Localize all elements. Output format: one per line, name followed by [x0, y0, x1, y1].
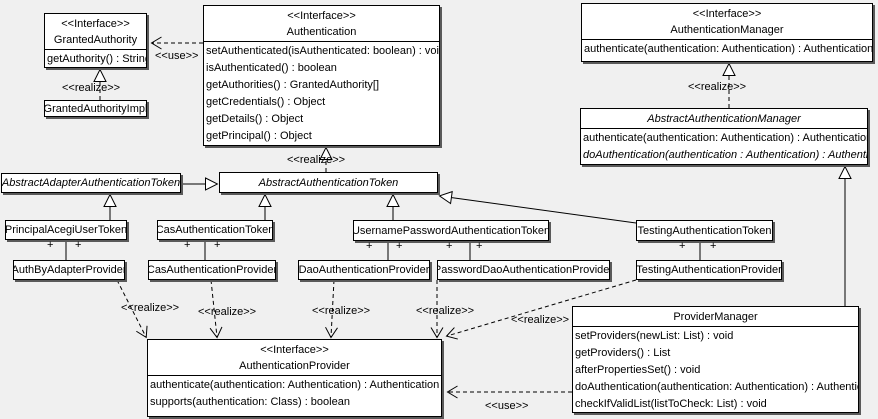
stereotype-realize-label-8: <<realize>> — [511, 314, 570, 326]
class-abstract-adapter-authentication-token[interactable]: AbstractAdapterAuthenticationToken — [1, 173, 181, 193]
class-name: GrantedAuthorityImpl — [44, 102, 147, 115]
class-name: UsernamePasswordAuthenticationToken — [353, 224, 549, 237]
class-authentication[interactable]: <<Interface>> Authentication setAuthentica… — [203, 5, 440, 146]
multiplicity-plus: + — [184, 239, 191, 251]
class-member: doAuthentication(authentication: Authent… — [575, 381, 858, 393]
class-stereotype: <<Interface>> — [260, 344, 329, 356]
class-member: getDetails() : Object — [206, 113, 304, 125]
class-authentication-provider[interactable]: <<Interface>> AuthenticationProvider authe… — [147, 339, 442, 417]
class-members: setProviders(newList: List) : void getPro… — [573, 326, 858, 412]
multiplicity-plus: + — [366, 240, 373, 252]
stereotype-realize-label-3: <<realize>> — [688, 81, 747, 93]
class-title: <<Interface>> Authentication — [204, 6, 439, 41]
class-member: getCredentials() : Object — [206, 96, 326, 108]
multiplicity-plus: + — [214, 239, 221, 251]
stereotype-realize-label-5: <<realize>> — [198, 306, 257, 318]
edge-realize-daoprovider-to-authenticationprovider — [325, 279, 338, 339]
class-name: CasAuthenticationToken — [157, 224, 273, 236]
class-title: <<Interface>> AuthenticationManager — [582, 4, 872, 39]
stereotype-realize-label-2: <<realize>> — [287, 154, 346, 166]
class-member: authenticate(authentication: Authenticat… — [583, 132, 867, 144]
multiplicity-plus: + — [679, 240, 686, 252]
class-members: authenticate(authentication: Authenticat… — [582, 39, 872, 58]
class-stereotype: <<Interface>> — [692, 8, 762, 20]
class-members: authenticate(authentication: Authenticat… — [581, 128, 867, 164]
class-dao-authentication-provider[interactable]: DaoAuthenticationProvider — [298, 260, 430, 280]
class-members: getAuthority() : String — [45, 49, 146, 67]
edge-generalize-testingtoken-to-abstracttoken — [440, 196, 637, 224]
stereotype-realize-label-7: <<realize>> — [416, 305, 475, 317]
class-name: AuthenticationManager — [670, 24, 784, 36]
class-abstract-authentication-token[interactable]: AbstractAuthenticationToken — [219, 172, 438, 193]
multiplicity-plus: + — [47, 239, 54, 251]
class-principal-acegi-user-token[interactable]: PrincipalAcegiUserToken — [5, 220, 127, 240]
class-member: getAuthorities() : GrantedAuthority[] — [206, 79, 380, 91]
class-member: supports(authentication: Class) : boolea… — [150, 396, 350, 408]
class-member: authenticate(authentication: Authenticat… — [150, 379, 440, 391]
class-title: <<Interface>> GrantedAuthority — [45, 14, 146, 49]
class-granted-authority-impl[interactable]: GrantedAuthorityImpl — [44, 100, 147, 117]
class-provider-manager[interactable]: ProviderManager setProviders(newList: Lis… — [572, 306, 859, 413]
multiplicity-plus: + — [446, 240, 453, 252]
stereotype-realize-label-6: <<realize>> — [312, 305, 371, 317]
class-name: AuthByAdapterProvider — [13, 264, 125, 276]
uml-edge-group — [65, 36, 845, 399]
class-member: afterPropertiesSet() : void — [575, 364, 701, 376]
class-member: getProviders() : List — [575, 347, 671, 359]
class-member: isAuthenticated() : boolean — [206, 62, 337, 74]
class-member: setAuthenticated(isAuthenticated: boolea… — [206, 45, 439, 57]
class-name: TestingAuthenticationProvider — [636, 264, 782, 276]
class-name: PrincipalAcegiUserToken — [5, 224, 127, 236]
class-stereotype: <<Interface>> — [61, 18, 130, 30]
class-cas-authentication-token[interactable]: CasAuthenticationToken — [157, 220, 273, 240]
class-password-dao-authentication-provider[interactable]: PasswordDaoAuthenticationProvider — [437, 260, 610, 280]
class-name: AuthenticationProvider — [239, 360, 350, 372]
class-title: AbstractAuthenticationManager — [581, 109, 867, 128]
class-name: Authentication — [286, 26, 357, 38]
class-name: ProviderManager — [673, 311, 758, 323]
class-name: GrantedAuthority — [53, 34, 138, 46]
class-name: PasswordDaoAuthenticationProvider — [437, 264, 610, 276]
class-granted-authority[interactable]: <<Interface>> GrantedAuthority getAuthorit… — [44, 13, 147, 68]
class-testing-authentication-provider[interactable]: TestingAuthenticationProvider — [636, 260, 782, 280]
class-member: getAuthority() : String — [47, 53, 146, 65]
class-stereotype: <<Interface>> — [287, 10, 356, 22]
class-testing-authentication-token[interactable]: TestingAuthenticationToken — [636, 220, 773, 241]
class-title: <<Interface>> AuthenticationProvider — [148, 340, 441, 375]
class-members: setAuthenticated(isAuthenticated: boolea… — [204, 41, 439, 145]
stereotype-realize-label-1: <<realize>> — [62, 82, 121, 94]
class-authentication-manager[interactable]: <<Interface>> AuthenticationManager authen… — [581, 3, 873, 62]
class-name: CasAuthenticationProvider — [148, 264, 276, 276]
multiplicity-plus: + — [75, 239, 82, 251]
multiplicity-plus: + — [476, 240, 483, 252]
stereotype-use-label-2: <<use>> — [485, 400, 529, 412]
edge-realize-authbyadapterprovider-to-authenticationprovider — [116, 279, 148, 339]
class-name: AbstractAuthenticationToken — [258, 176, 399, 189]
class-member: checkIfValidList(listToCheck: List) : vo… — [575, 398, 767, 410]
class-member: setProviders(newList: List) : void — [575, 330, 734, 342]
class-auth-by-adapter-provider[interactable]: AuthByAdapterProvider — [13, 260, 125, 280]
class-member: getPrincipal() : Object — [206, 130, 312, 142]
stereotype-use-label-1: <<use>> — [155, 50, 199, 62]
class-cas-authentication-provider[interactable]: CasAuthenticationProvider — [148, 260, 276, 280]
class-username-password-authentication-token[interactable]: UsernamePasswordAuthenticationToken — [353, 220, 549, 241]
edge-realize-casprovider-to-authenticationprovider — [209, 279, 223, 339]
multiplicity-plus: + — [396, 240, 403, 252]
class-abstract-authentication-manager[interactable]: AbstractAuthenticationManager authenticat… — [580, 108, 868, 165]
edge-realize-testingprovider-to-authenticationprovider — [445, 279, 637, 340]
class-title: ProviderManager — [573, 307, 858, 326]
class-member: doAuthentication(authentication : Authen… — [583, 149, 867, 161]
class-name: AbstractAuthenticationManager — [647, 113, 801, 125]
class-name: DaoAuthenticationProvider — [298, 264, 430, 276]
multiplicity-plus: + — [710, 240, 717, 252]
class-name: AbstractAdapterAuthenticationToken — [1, 177, 181, 189]
class-name: TestingAuthenticationToken — [637, 224, 772, 237]
stereotype-realize-label-4: <<realize>> — [121, 302, 180, 314]
class-members: authenticate(authentication: Authenticat… — [148, 375, 441, 411]
class-member: authenticate(authentication: Authenticat… — [584, 43, 872, 55]
